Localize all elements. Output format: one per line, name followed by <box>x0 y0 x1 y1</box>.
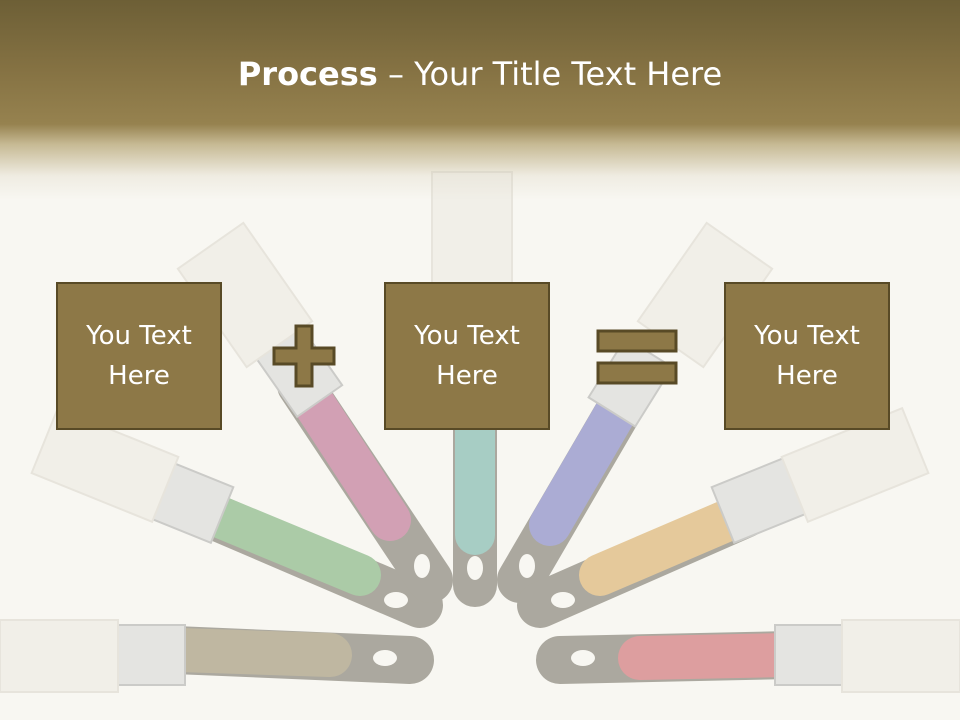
process-box-2[interactable]: You Text Here <box>384 282 550 430</box>
process-box-2-text: You Text Here <box>414 321 520 391</box>
process-box-3[interactable]: You Text Here <box>724 282 890 430</box>
title-bold: Process <box>237 55 378 93</box>
plus-icon <box>272 324 336 388</box>
process-box-1[interactable]: You Text Here <box>56 282 222 430</box>
title-banner <box>0 0 960 200</box>
equals-icon <box>596 329 678 385</box>
title-rest: – Your Title Text Here <box>377 55 723 93</box>
process-box-1-text: You Text Here <box>86 321 192 391</box>
process-box-3-text: You Text Here <box>754 321 860 391</box>
page-title: Process – Your Title Text Here <box>0 52 960 96</box>
